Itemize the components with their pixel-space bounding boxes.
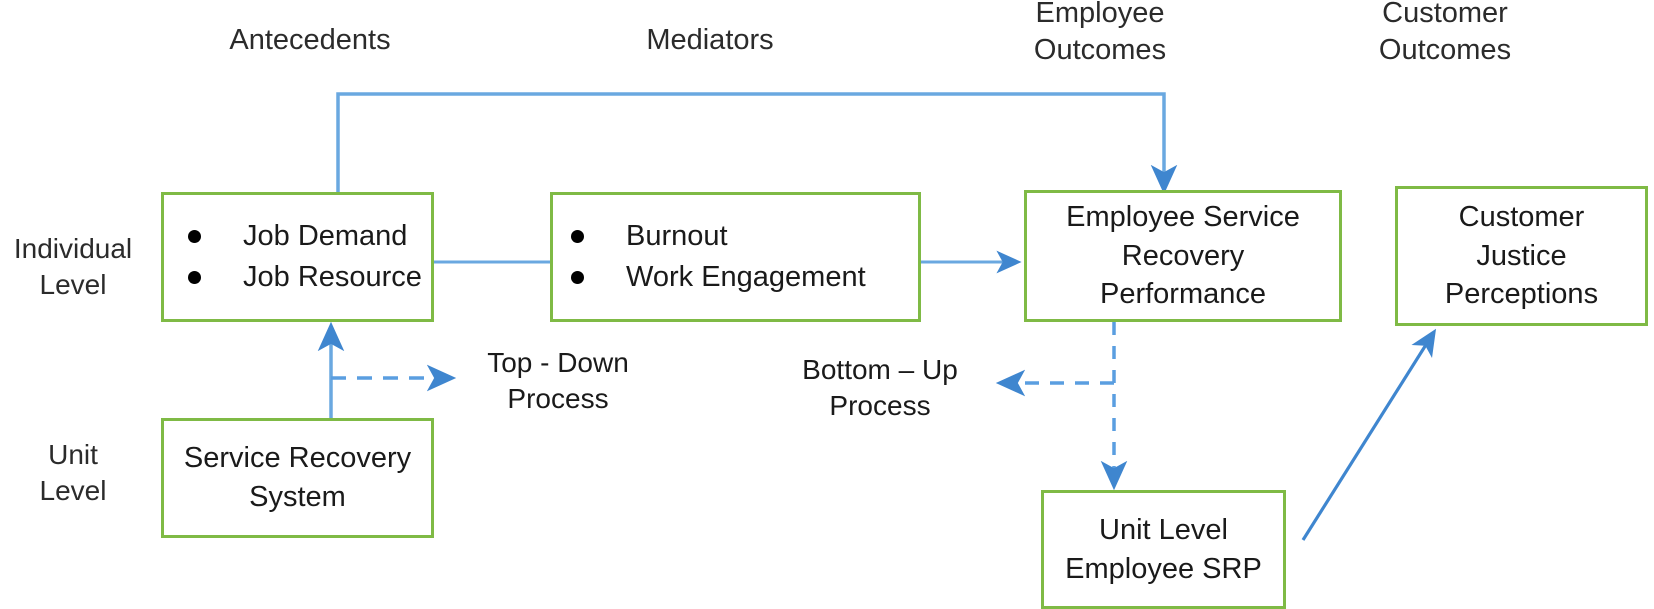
column-header-mediators: Mediators <box>646 24 774 56</box>
column-header-customer-outcomes: Customer Outcomes <box>1378 0 1512 67</box>
node-label: Employee Service Recovery Performance <box>1066 201 1300 311</box>
job-factor-list: Job Demand Job Resource <box>164 216 431 297</box>
work-engagement-label: Work Engagement <box>626 261 866 293</box>
bullet-icon <box>571 270 584 284</box>
bullet-icon <box>188 270 201 284</box>
node-label: Customer Justice Perceptions <box>1444 201 1599 311</box>
node-employee-service-recovery-performance[interactable]: Employee Service Recovery Performance <box>1024 190 1342 322</box>
column-header-antecedents: Antecedents <box>229 24 391 56</box>
edge-job-to-esrp-loop <box>336 92 1178 204</box>
edge-ulsrp-to-cjp <box>1301 328 1437 541</box>
process-label-top-down: Top - Down Process <box>487 347 629 415</box>
mediator-factor-list: Burnout Work Engagement <box>553 216 918 297</box>
burnout-label: Burnout <box>626 220 728 253</box>
node-customer-justice-perceptions[interactable]: Customer Justice Perceptions <box>1395 186 1648 326</box>
list-item: Work Engagement <box>571 257 918 298</box>
node-job-factors[interactable]: Job Demand Job Resource <box>161 192 434 322</box>
node-label: Unit Level Employee SRP <box>1065 513 1262 585</box>
list-item: Burnout <box>571 216 918 257</box>
node-label: Service Recovery System <box>183 442 412 513</box>
row-label-individual-level: Individual Level <box>13 233 133 301</box>
bullet-icon <box>188 230 201 244</box>
job-resource-label: Job Resource <box>243 261 422 293</box>
node-unit-level-employee-srp[interactable]: Unit Level Employee SRP <box>1041 490 1286 609</box>
list-item: Job Demand <box>188 216 431 257</box>
node-service-recovery-system[interactable]: Service Recovery System <box>161 418 434 538</box>
node-mediator-factors[interactable]: Burnout Work Engagement <box>550 192 921 322</box>
column-header-employee-outcomes: Employee Outcomes <box>1033 0 1167 67</box>
list-item: Job Resource <box>188 257 431 298</box>
bullet-icon <box>571 230 584 244</box>
job-demand-label: Job Demand <box>243 220 408 253</box>
row-label-unit-level: Unit Level <box>39 439 107 507</box>
process-label-bottom-up: Bottom – Up Process <box>802 354 958 422</box>
